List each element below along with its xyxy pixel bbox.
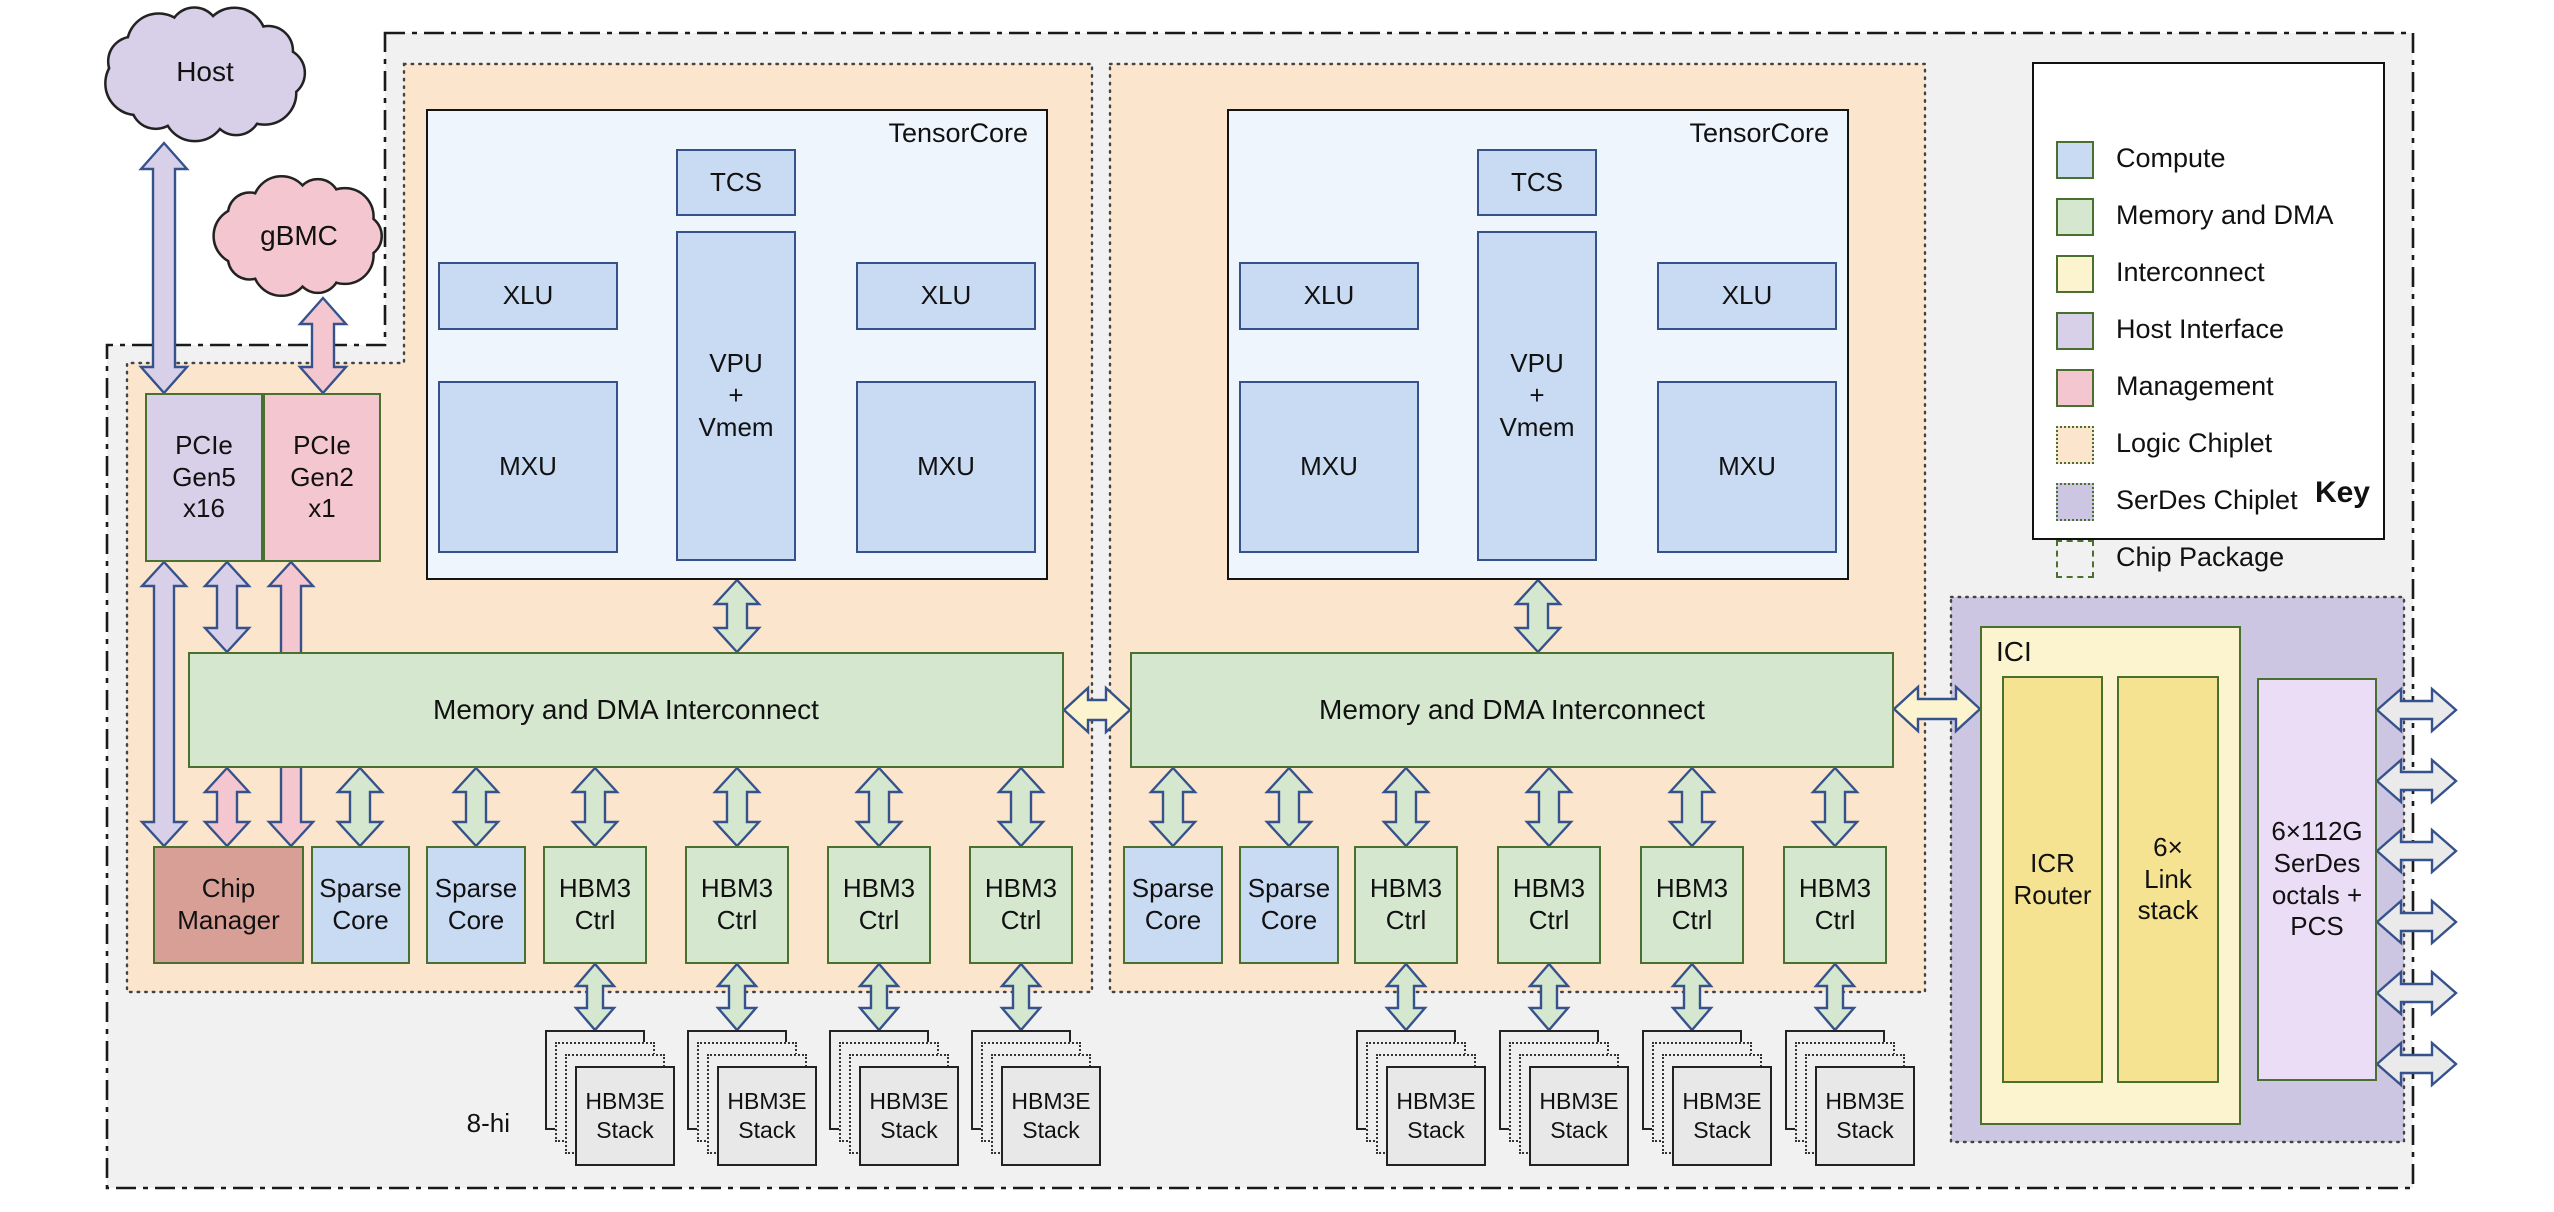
- tensorcore2-vpu-vmem: VPU + Vmem: [1477, 231, 1597, 561]
- serdes-chiplet-swatch: [2056, 483, 2094, 521]
- sparse-core-2-1: Sparse Core: [1123, 846, 1223, 964]
- legend-label: Logic Chiplet: [2116, 428, 2273, 458]
- tensorcore1-title: TensorCore: [888, 118, 1028, 148]
- legend-label: Compute: [2116, 143, 2226, 173]
- legend-row-host-interface: Host Interface: [2034, 311, 2383, 351]
- compute-swatch: [2056, 141, 2094, 179]
- hbm3e-stack-1-4: HBM3E Stack: [971, 1030, 1103, 1168]
- legend-label: Memory and DMA: [2116, 200, 2334, 230]
- link-stack-box: 6× Link stack: [2117, 676, 2219, 1083]
- hbm3-ctrl-1-4: HBM3 Ctrl: [969, 846, 1073, 964]
- ici-label: ICI: [1996, 636, 2032, 667]
- chip-package-swatch: [2056, 540, 2094, 578]
- legend-row-management: Management: [2034, 368, 2383, 408]
- tensorcore2-mxu-right: MXU: [1657, 381, 1837, 553]
- legend-title: Key: [2314, 476, 2370, 509]
- tensorcore2-mxu-left: MXU: [1239, 381, 1419, 553]
- hbm3e-stack-front: HBM3E Stack: [717, 1066, 817, 1166]
- legend-row-serdes-chiplet: SerDes Chiplet: [2034, 482, 2383, 522]
- legend-label: SerDes Chiplet: [2116, 485, 2298, 515]
- legend-label: Chip Package: [2116, 542, 2285, 572]
- legend-label: Host Interface: [2116, 314, 2285, 344]
- pcie-gen2-block: PCIe Gen2 x1: [263, 393, 381, 562]
- arrow-serdes-external-5: [2375, 969, 2458, 1017]
- management-swatch: [2056, 369, 2094, 407]
- tensorcore1-xlu-left: XLU: [438, 262, 618, 330]
- interconnect-swatch: [2056, 255, 2094, 293]
- memdma-interconnect-1: Memory and DMA Interconnect: [188, 652, 1064, 768]
- sparse-core-2-2: Sparse Core: [1239, 846, 1339, 964]
- sparse-core-1-1: Sparse Core: [311, 846, 410, 964]
- arrow-serdes-external-2: [2375, 757, 2458, 805]
- hbm3e-stack-front: HBM3E Stack: [1815, 1066, 1915, 1166]
- memdma-interconnect-2: Memory and DMA Interconnect: [1130, 652, 1894, 768]
- host-interface-swatch: [2056, 312, 2094, 350]
- hbm3-ctrl-1-2: HBM3 Ctrl: [685, 846, 789, 964]
- tensorcore2-xlu-right: XLU: [1657, 262, 1837, 330]
- hbm3e-stack-2-1: HBM3E Stack: [1356, 1030, 1488, 1168]
- hbm3e-stack-2-2: HBM3E Stack: [1499, 1030, 1631, 1168]
- hbm3e-stack-front: HBM3E Stack: [575, 1066, 675, 1166]
- tensorcore1-xlu-right: XLU: [856, 262, 1036, 330]
- memory-dma-swatch: [2056, 198, 2094, 236]
- legend-label: Management: [2116, 371, 2274, 401]
- tensorcore1-tcs: TCS: [676, 149, 796, 216]
- pcie-gen5-block: PCIe Gen5 x16: [145, 393, 263, 562]
- legend-row-chip-package: Chip Package: [2034, 539, 2383, 579]
- hbm3e-stack-front: HBM3E Stack: [1529, 1066, 1629, 1166]
- hbm3e-stack-front: HBM3E Stack: [1001, 1066, 1101, 1166]
- hbm3e-stack-1-2: HBM3E Stack: [687, 1030, 819, 1168]
- arrow-serdes-external-1: [2375, 686, 2458, 734]
- legend-row-logic-chiplet: Logic Chiplet: [2034, 425, 2383, 465]
- gbmc-cloud: [212, 174, 383, 298]
- hbm-stack-height-note: 8-hi: [466, 1108, 510, 1138]
- hbm3-ctrl-1-3: HBM3 Ctrl: [827, 846, 931, 964]
- hbm3e-stack-front: HBM3E Stack: [859, 1066, 959, 1166]
- arrow-serdes-external-4: [2375, 898, 2458, 946]
- sparse-core-1-2: Sparse Core: [426, 846, 526, 964]
- hbm3-ctrl-2-1: HBM3 Ctrl: [1354, 846, 1458, 964]
- tensorcore1-mxu-left: MXU: [438, 381, 618, 553]
- legend-row-memory: Memory and DMA: [2034, 197, 2383, 237]
- tensorcore2-title: TensorCore: [1689, 118, 1829, 148]
- hbm3e-stack-1-1: HBM3E Stack: [545, 1030, 677, 1168]
- hbm3e-stack-front: HBM3E Stack: [1672, 1066, 1772, 1166]
- arrow-serdes-external-6: [2375, 1040, 2458, 1088]
- hbm3-ctrl-2-4: HBM3 Ctrl: [1783, 846, 1887, 964]
- chip-manager: Chip Manager: [153, 846, 304, 964]
- icr-router-box: ICR Router: [2002, 676, 2103, 1083]
- arrow-serdes-external-3: [2375, 827, 2458, 875]
- legend-row-compute: Compute: [2034, 140, 2383, 180]
- tensorcore2-tcs: TCS: [1477, 149, 1597, 216]
- hbm3-ctrl-1-1: HBM3 Ctrl: [543, 846, 647, 964]
- tensorcore1-mxu-right: MXU: [856, 381, 1036, 553]
- host-cloud: [104, 6, 307, 143]
- host-cloud-label: Host: [176, 56, 234, 87]
- hbm3e-stack-2-4: HBM3E Stack: [1785, 1030, 1917, 1168]
- legend-label: Interconnect: [2116, 257, 2265, 287]
- hbm3e-stack-1-3: HBM3E Stack: [829, 1030, 961, 1168]
- hbm3e-stack-front: HBM3E Stack: [1386, 1066, 1486, 1166]
- hbm3-ctrl-2-3: HBM3 Ctrl: [1640, 846, 1744, 964]
- tensorcore1-vpu-vmem: VPU + Vmem: [676, 231, 796, 561]
- gbmc-cloud-label: gBMC: [260, 220, 338, 251]
- tensorcore2-xlu-left: XLU: [1239, 262, 1419, 330]
- legend-row-interconnect: Interconnect: [2034, 254, 2383, 294]
- legend: Compute Memory and DMA Interconnect Host…: [2032, 62, 2385, 578]
- hbm3e-stack-2-3: HBM3E Stack: [1642, 1030, 1774, 1168]
- serdes-octals-box: 6×112G SerDes octals + PCS: [2257, 678, 2377, 1081]
- logic-chiplet-swatch: [2056, 426, 2094, 464]
- hbm3-ctrl-2-2: HBM3 Ctrl: [1497, 846, 1601, 964]
